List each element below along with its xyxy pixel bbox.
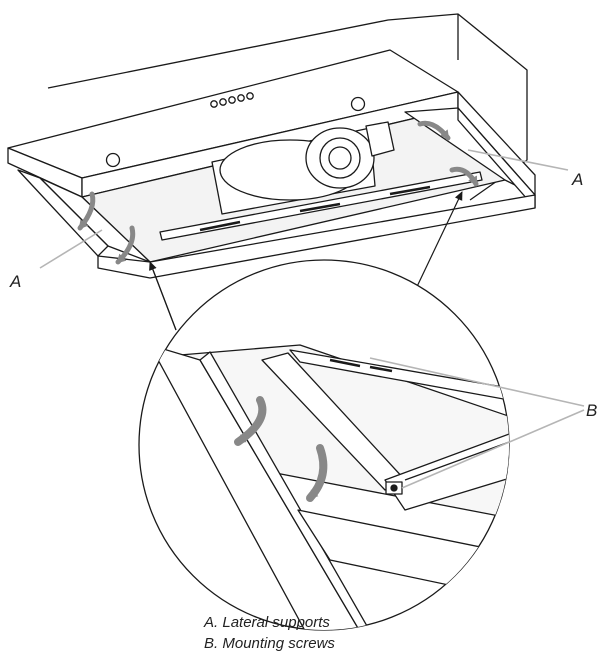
filter-rail (159, 171, 483, 241)
legend: A. Lateral supports B. Mounting screws (204, 612, 464, 654)
light-right (350, 96, 366, 112)
control-buttons (210, 92, 254, 108)
detail-left-support (149, 344, 366, 630)
legend-text: Lateral supports (222, 614, 330, 631)
legend-letter: B. (204, 635, 219, 652)
detail-magnifier (138, 259, 510, 631)
callout-a-right: A (571, 170, 583, 189)
callout-b: B (586, 401, 597, 420)
legend-letter: A. (204, 614, 219, 631)
legend-text: Mounting screws (222, 635, 335, 652)
b-leaders (369, 357, 585, 489)
legend-item-a: A. Lateral supports (204, 612, 464, 633)
removal-arrows-detail (234, 396, 328, 502)
callout-a-left: A (9, 272, 21, 291)
a-leaders (39, 149, 569, 269)
light-left (105, 152, 121, 168)
removal-arrows-overview (77, 120, 479, 265)
legend-item-b: B. Mounting screws (204, 633, 464, 654)
